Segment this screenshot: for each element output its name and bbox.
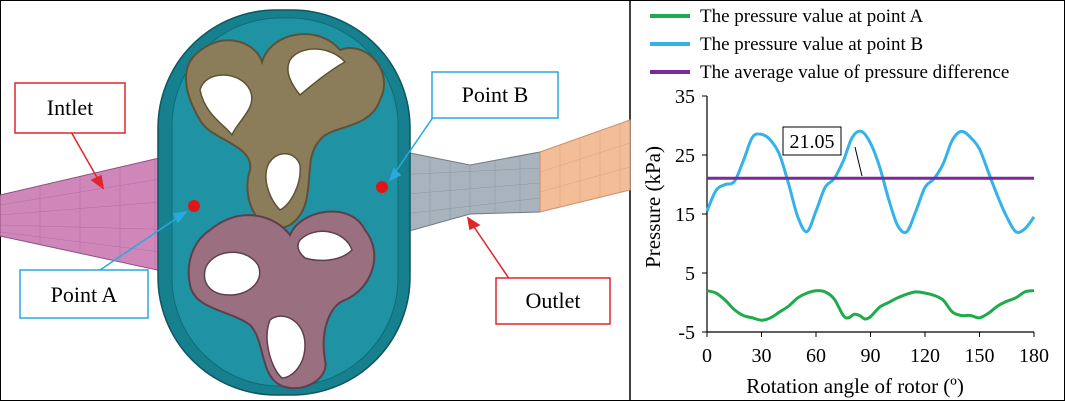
lower-rotor-window — [203, 230, 353, 379]
legend-label-b: The pressure value at point B — [700, 34, 923, 55]
outlet-callout-box — [495, 277, 611, 325]
annotation-leader — [854, 146, 863, 177]
point-a-arrowhead — [172, 210, 188, 224]
point-a-callout-box — [19, 269, 149, 319]
x-tick-label: 60 — [806, 345, 826, 367]
x-tick-label: 120 — [910, 345, 940, 367]
x-tick-label: 90 — [861, 345, 881, 367]
outlet-label: Outlet — [526, 288, 581, 313]
point-b-arrow — [389, 109, 439, 181]
point-b-arrowhead — [388, 167, 402, 182]
annotation-box — [782, 126, 842, 156]
point-b-callout-box — [431, 71, 559, 119]
chart-legend: The pressure value at point A The pressu… — [650, 6, 1009, 83]
point-a-marker — [188, 200, 200, 212]
point-a-arrow — [99, 211, 187, 271]
x-tick-label: 150 — [965, 345, 995, 367]
inlet-pipe-mesh — [0, 159, 186, 269]
pressure-chart: The pressure value at point A The pressu… — [641, 6, 1049, 398]
inlet-arrowhead — [90, 174, 105, 190]
chart-series — [705, 129, 1036, 322]
x-tick-label: 30 — [752, 345, 772, 367]
pump-illustration: Intlet Point B Point A Outlet — [0, 9, 631, 396]
y-tick-label: 35 — [675, 86, 695, 108]
point-b-label: Point B — [462, 82, 529, 107]
y-tick-label: -5 — [678, 322, 695, 344]
series-line-point-a — [706, 289, 1035, 322]
x-axis-title: Rotation angle of rotor (º) — [746, 374, 964, 398]
y-axis-title: Pressure (kPa) — [641, 146, 665, 268]
point-b-marker — [376, 181, 388, 193]
inlet-callout-box — [14, 82, 126, 134]
callout-arrows — [69, 109, 511, 281]
x-tick-label: 0 — [702, 345, 712, 367]
y-tick-label: 25 — [675, 145, 695, 167]
point-a-label: Point A — [51, 282, 118, 307]
chart-axes: 0 30 60 90 120 150 180 -5 5 15 25 35 — [675, 86, 1049, 367]
legend-label-a: The pressure value at point A — [700, 6, 923, 27]
y-tick-label: 15 — [675, 204, 695, 226]
y-tick-label: 5 — [685, 263, 695, 285]
series-line-point-b — [705, 129, 1036, 235]
outlet-arrowhead — [466, 216, 481, 231]
upper-rotor-window — [199, 48, 347, 211]
outlet-pipe-orange-mesh — [539, 124, 631, 207]
legend-label-avg: The average value of pressure difference — [700, 62, 1009, 83]
annotation-label: 21.05 — [790, 131, 835, 153]
outlet-arrow — [467, 217, 511, 281]
x-tick-label: 180 — [1019, 345, 1049, 367]
inlet-label: Intlet — [47, 95, 93, 120]
